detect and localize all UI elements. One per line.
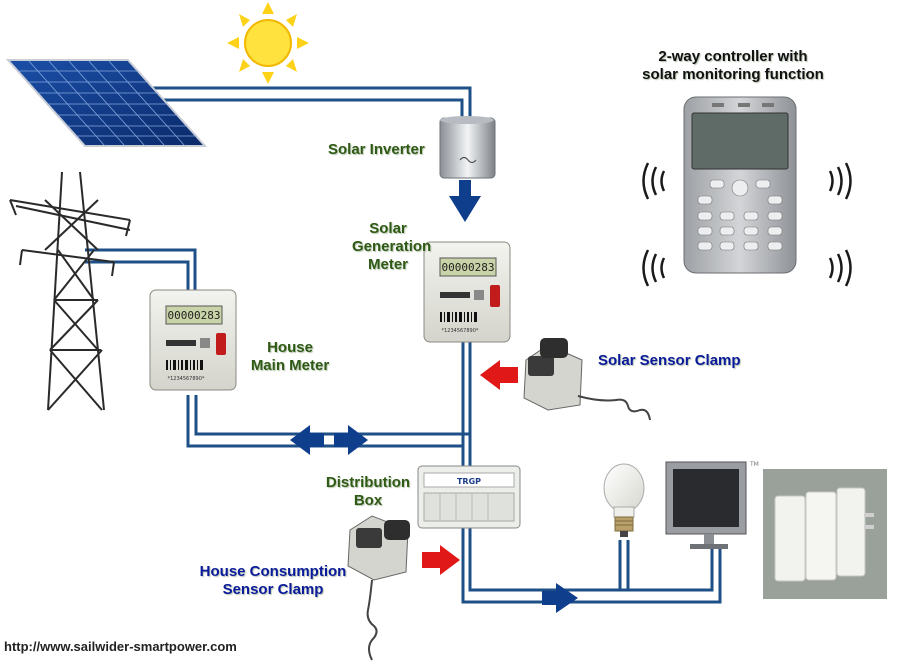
arrow-down-blue: [449, 180, 481, 222]
signal-right-top-icon: [828, 162, 852, 200]
label-line: House: [267, 339, 313, 356]
source-url: http://www.sailwider-smartpower.com: [4, 639, 237, 654]
house-consumption-clamp: [347, 515, 410, 661]
plug-devices-photo: [763, 469, 887, 599]
main-meter-serial: *1234567890*: [168, 376, 205, 382]
label-house-consumption-clamp: House Consumption Sensor Clamp: [188, 563, 358, 599]
house-main-meter: 00000283 *1234567890*: [149, 289, 237, 391]
sun-icon: [227, 2, 309, 84]
wiring: [85, 86, 722, 604]
solar-inverter: [439, 116, 496, 179]
label-line: Sensor Clamp: [222, 581, 324, 598]
solar-panel: [5, 59, 208, 147]
label-solar-inverter: Solar Inverter: [328, 141, 425, 158]
solar-sensor-clamp: [523, 338, 651, 421]
light-bulb-icon: [603, 463, 645, 537]
label-line: Meter: [367, 256, 408, 273]
arrow-red-house-clamp: [422, 545, 460, 575]
label-controller: 2-way controller with solar monitoring f…: [628, 48, 838, 84]
power-tower: [9, 171, 131, 411]
gen-meter-display: 00000283: [442, 261, 495, 274]
label-line: Distribution: [325, 474, 411, 491]
label-line: 2-way controller with: [658, 48, 808, 65]
label-distribution-box: Distribution Box: [318, 474, 418, 510]
distribution-box-brand: TRGP: [457, 477, 481, 486]
distribution-box: TRGP: [417, 465, 521, 529]
signal-right-bottom-icon: [828, 249, 852, 287]
bidirectional-arrow: [290, 425, 368, 455]
label-line: solar monitoring function: [642, 66, 824, 83]
signal-wave-icons: [642, 162, 852, 287]
arrow-right-blue: [542, 583, 578, 613]
label-solar-sensor-clamp: Solar Sensor Clamp: [598, 352, 741, 369]
label-line: Solar: [369, 220, 407, 237]
signal-left-bottom-icon: [642, 249, 666, 287]
signal-left-top-icon: [642, 162, 666, 200]
arrow-red-solar-clamp: [480, 360, 518, 390]
gen-meter-serial: *1234567890*: [442, 328, 479, 334]
monitor-icon: TM: [665, 461, 759, 549]
label-line: Generation: [352, 238, 432, 255]
main-meter-display: 00000283: [168, 309, 221, 322]
label-solar-generation-meter: Solar Generation Meter: [352, 220, 432, 274]
controller-device: [683, 96, 797, 274]
label-house-main-meter: House Main Meter: [242, 339, 338, 375]
label-line: Box: [353, 492, 383, 509]
solar-generation-meter: 00000283 *1234567890*: [423, 241, 511, 343]
label-line: Main Meter: [250, 357, 330, 374]
trademark: TM: [749, 461, 759, 468]
label-line: House Consumption: [199, 563, 347, 580]
